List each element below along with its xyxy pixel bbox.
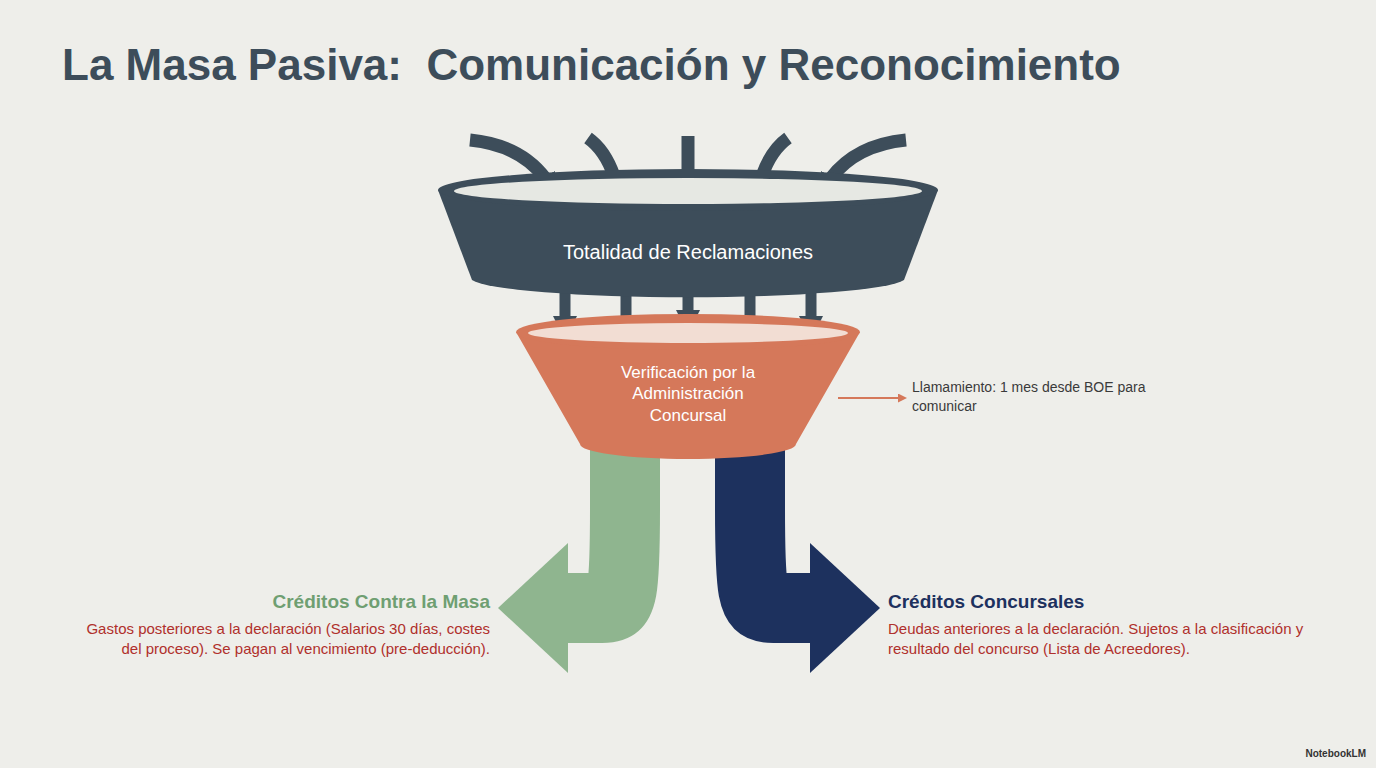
leader-line: [838, 397, 898, 399]
outcome-arrow: [750, 440, 810, 608]
outcome-block: Créditos Contra la MasaGastos posteriore…: [70, 590, 490, 659]
outcome-heading: Créditos Contra la Masa: [70, 590, 490, 615]
callout-note: Llamamiento: 1 mes desde BOE para comuni…: [912, 378, 1182, 416]
funnel-mouth: [454, 178, 922, 204]
outcome-arrow: [568, 440, 625, 608]
diagram-title: La Masa Pasiva: Comunicación y Reconocim…: [62, 40, 1121, 90]
transfer-arrow: [806, 292, 817, 316]
incoming-arrow: [682, 136, 695, 172]
transfer-arrow: [560, 292, 571, 316]
funnel-mouth: [528, 323, 848, 343]
funnel-label: Totalidad de Reclamaciones: [478, 165, 898, 264]
outcome-heading: Créditos Concursales: [888, 590, 1308, 615]
funnel-rim: [438, 169, 938, 211]
funnel-verification: Verificación por la Administración Concu…: [514, 312, 862, 462]
funnel-rim: [516, 314, 860, 350]
funnel-top: Totalidad de Reclamaciones: [436, 165, 940, 305]
funnel-label: Verificación por la Administración Concu…: [593, 312, 783, 426]
incoming-arrow: [470, 140, 545, 178]
outcome-description: Deudas anteriores a la declaración. Suje…: [888, 619, 1308, 660]
outcome-block: Créditos ConcursalesDeudas anteriores a …: [888, 590, 1308, 659]
funnel-shape: [436, 165, 940, 305]
incoming-arrow: [831, 140, 906, 178]
outcome-description: Gastos posteriores a la declaración (Sal…: [70, 619, 490, 660]
watermark: NotebookLM: [1305, 747, 1366, 761]
